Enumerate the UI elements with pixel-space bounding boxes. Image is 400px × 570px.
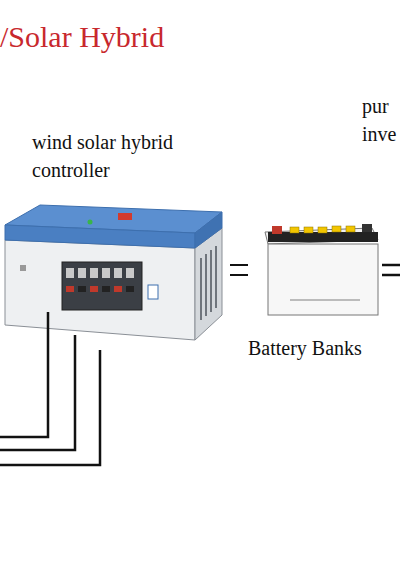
controller-illustration bbox=[5, 205, 222, 340]
battery-illustration bbox=[265, 224, 378, 315]
battery-node: Battery Banks bbox=[248, 222, 388, 362]
controller-node: wind solar hybrid controller bbox=[0, 122, 230, 344]
node-label: Battery Banks bbox=[248, 334, 388, 362]
title: /Solar Hybrid bbox=[0, 20, 164, 54]
node-label: wind solar hybrid controller bbox=[32, 128, 217, 184]
wires bbox=[0, 265, 400, 465]
double-wire bbox=[230, 265, 248, 275]
inverter-label: pur inve bbox=[362, 92, 400, 148]
